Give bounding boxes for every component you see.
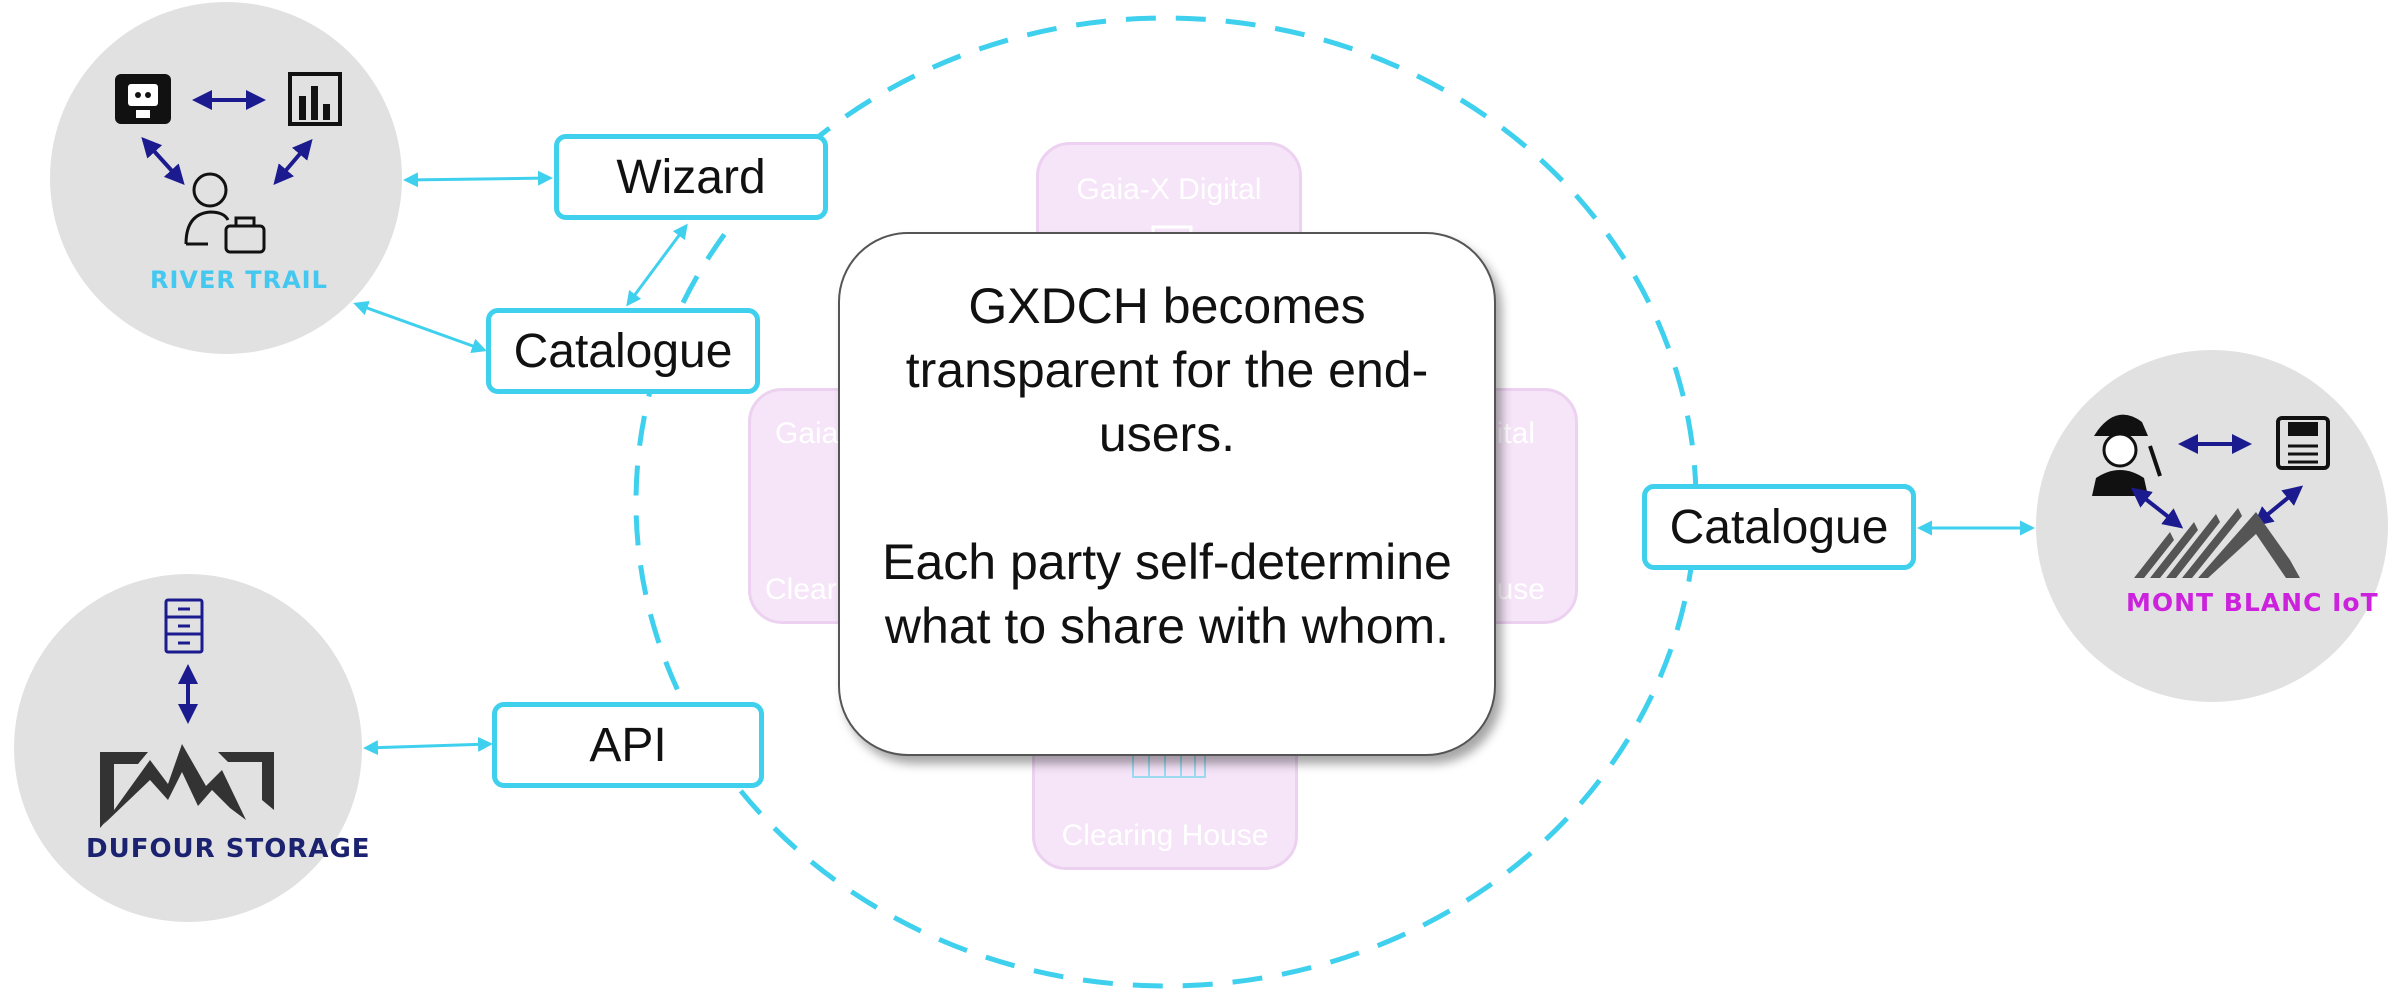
filing-cabinet-icon (164, 598, 204, 654)
mont-blanc-label: MONT BLANC IoT (2126, 588, 2379, 617)
arrow-river-trail-catalogue (353, 301, 487, 353)
hub-node-left-label-top: Gaia (775, 417, 839, 450)
processor-icon (115, 74, 171, 124)
dufour-storage-label: DUFOUR STORAGE (86, 834, 371, 864)
wizard-box: Wizard (554, 134, 828, 220)
arrow-dufour-api (363, 736, 493, 756)
catalogue-left-label: Catalogue (513, 324, 733, 378)
gxdch-callout: GXDCH becomes transparent for the end-us… (838, 232, 1496, 756)
hub-node-right-label-top: ital (1496, 417, 1535, 450)
api-label: API (589, 718, 667, 772)
floppy-disk-icon (2276, 416, 2330, 470)
bar-chart-icon (288, 72, 342, 126)
mountain-stripes-logo-icon (2134, 508, 2300, 578)
hub-node-bottom-label: Clearing House (1061, 819, 1269, 852)
hub-node-left-label-bottom: Clear (765, 573, 837, 606)
wizard-label: Wizard (616, 150, 766, 204)
catalogue-box-right: Catalogue (1642, 484, 1916, 570)
api-box: API (492, 702, 764, 788)
arrow-wizard-catalogue (626, 223, 688, 307)
catalogue-box-left: Catalogue (486, 308, 760, 394)
hub-node-right-label-bottom: use (1496, 573, 1545, 606)
hub-node-top-label: Gaia-X Digital (1076, 173, 1262, 206)
river-trail-label: RIVER TRAIL (150, 266, 328, 294)
dufour-storage-circle (14, 574, 362, 922)
callout-line-1: GXDCH becomes transparent for the end-us… (905, 278, 1429, 462)
catalogue-right-label: Catalogue (1669, 500, 1889, 554)
arrow-river-trail-wizard (403, 170, 553, 188)
mountain-logo-icon (100, 744, 274, 828)
callout-line-2: Each party self-determine what to share … (882, 534, 1452, 654)
farmer-icon (2092, 414, 2162, 496)
person-briefcase-icon (184, 172, 266, 254)
